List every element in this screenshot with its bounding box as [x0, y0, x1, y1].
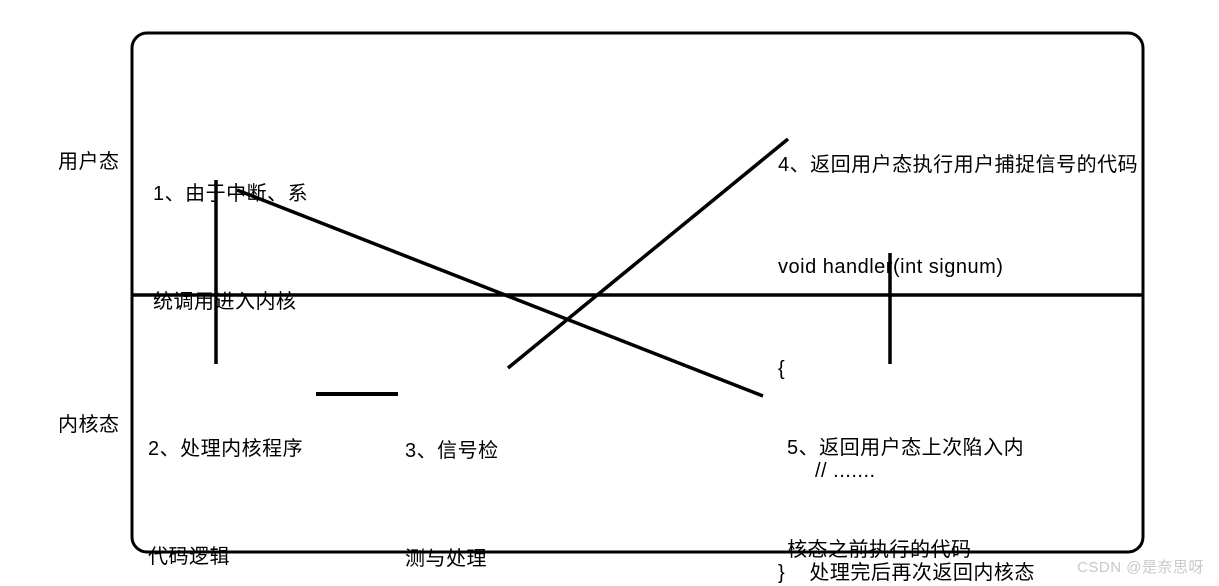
step3-line: 测与处理 [405, 548, 487, 570]
step1-line: 统调用进入内核 [153, 291, 297, 313]
step5-line: 核态之前执行的代码 [787, 539, 972, 561]
step4-note: 4、返回用户态执行用户捕捉信号的代码 void handler(int sign… [778, 80, 1138, 586]
step4-line: 4、返回用户态执行用户捕捉信号的代码 [778, 154, 1139, 176]
step1-note: 1、由于中断、系 统调用进入内核 [153, 104, 308, 392]
step3-line: 3、信号检 [405, 440, 499, 462]
step2-line: 代码逻辑 [148, 546, 230, 568]
step2-note: 2、处理内核程序 代码逻辑 [148, 359, 303, 586]
user-mode-label: 用户态 [58, 151, 120, 173]
step5-note: 5、返回用户态上次陷入内 核态之前执行的代码 [787, 363, 1024, 586]
connector-step3-step4 [506, 137, 790, 370]
kernel-mode-label: 内核态 [58, 414, 120, 436]
step4-line: void handler(int signum) [778, 256, 1004, 278]
step4-line: } 处理完后再次返回内核态 [778, 562, 1035, 584]
connector-step5-step1 [236, 188, 764, 398]
csdn-watermark: CSDN @是奈思呀 [1077, 559, 1204, 576]
step4-line: // ....... [815, 460, 876, 482]
step5-line: 5、返回用户态上次陷入内 [787, 437, 1025, 459]
step2-line: 2、处理内核程序 [148, 438, 304, 460]
step1-line: 1、由于中断、系 [153, 183, 309, 205]
step3-note: 3、信号检 测与处理 [405, 361, 499, 586]
step4-line: { [778, 358, 786, 380]
